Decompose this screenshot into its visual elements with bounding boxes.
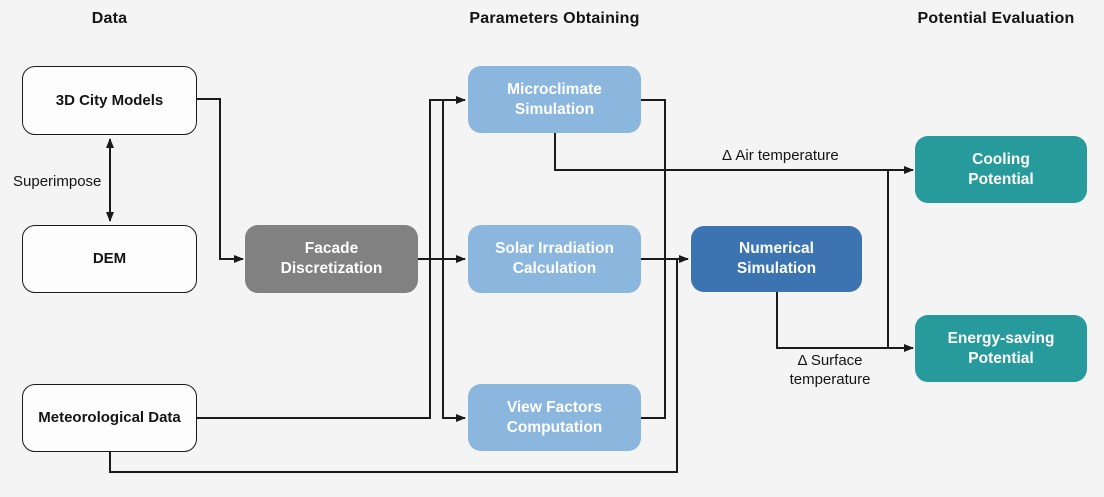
node-energy-saving-potential-label: Energy-saving Potential bbox=[947, 329, 1055, 367]
edge-metdata-bottom-to-numerical bbox=[109, 259, 678, 473]
edge-citymodels-to-facade bbox=[197, 98, 244, 263]
node-microclimate-simulation: Microclimate Simulation bbox=[468, 66, 641, 133]
edge-facade-branch-rail bbox=[442, 100, 466, 422]
node-meteorological-data-label: Meteorological Data bbox=[38, 409, 181, 427]
node-3d-city-models: 3D City Models bbox=[22, 66, 197, 135]
column-header-data: Data bbox=[91, 10, 128, 27]
node-view-factors-computation: View Factors Computation bbox=[468, 384, 641, 451]
node-view-factors-computation-label: View Factors Computation bbox=[506, 398, 603, 436]
node-dem: DEM bbox=[22, 225, 197, 293]
edge-microclimate-to-cooling bbox=[554, 133, 914, 174]
node-facade-discretization: Facade Discretization bbox=[245, 225, 418, 293]
column-header-potential-evaluation: Potential Evaluation bbox=[917, 10, 1075, 27]
edge-label-superimpose: Superimpose bbox=[13, 173, 102, 190]
node-microclimate-simulation-label: Microclimate Simulation bbox=[507, 80, 602, 118]
node-meteorological-data: Meteorological Data bbox=[22, 384, 197, 452]
node-facade-discretization-label: Facade Discretization bbox=[280, 240, 383, 277]
node-3d-city-models-label: 3D City Models bbox=[55, 91, 164, 109]
column-header-parameters-obtaining: Parameters Obtaining bbox=[469, 10, 640, 27]
edge-label-air-temperature: Δ Air temperature bbox=[722, 147, 839, 164]
edge-label-surface-temperature: Δ Surface temperature bbox=[789, 352, 871, 388]
node-numerical-simulation-label: Numerical Simulation bbox=[736, 240, 817, 277]
node-energy-saving-potential: Energy-saving Potential bbox=[915, 315, 1087, 382]
node-solar-irradiation-calculation-label: Solar Irradiation Calculation bbox=[495, 240, 614, 277]
node-solar-irradiation-calculation: Solar Irradiation Calculation bbox=[468, 225, 641, 293]
node-numerical-simulation: Numerical Simulation bbox=[691, 226, 862, 292]
node-dem-label: DEM bbox=[92, 250, 127, 268]
edge-numerical-to-energysaving bbox=[776, 292, 914, 352]
node-cooling-potential: Cooling Potential bbox=[915, 136, 1087, 203]
node-cooling-potential-label: Cooling Potential bbox=[968, 150, 1034, 188]
